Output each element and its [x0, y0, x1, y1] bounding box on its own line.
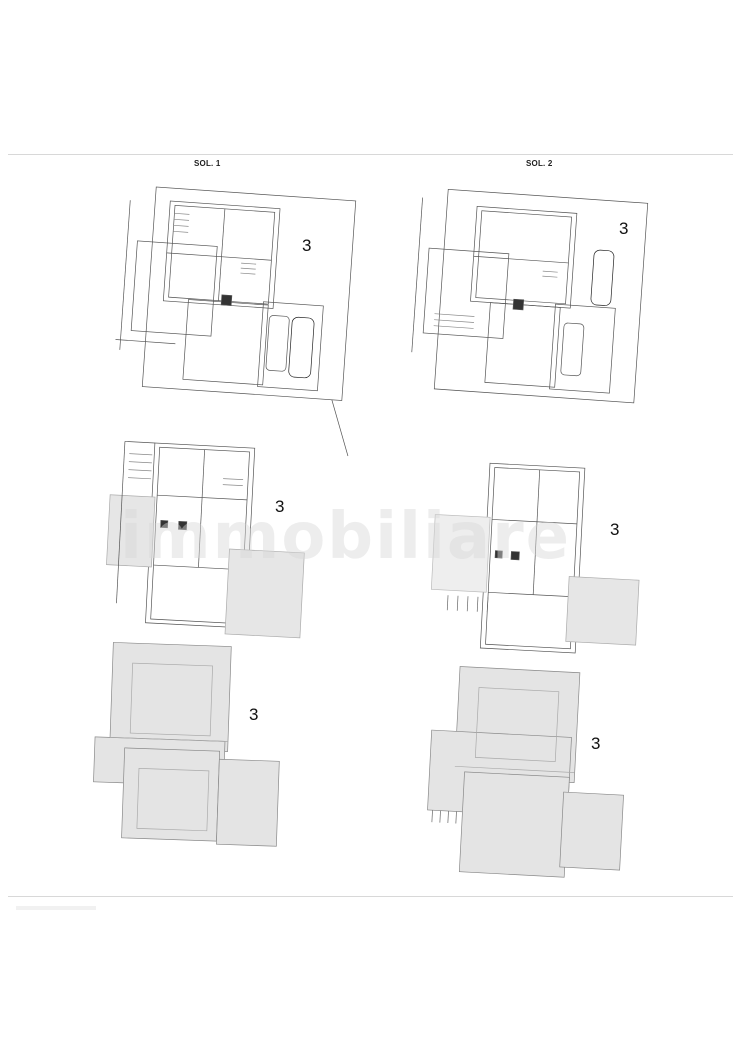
solution-1-title: SOL. 1 [194, 159, 221, 168]
sol2-first-floor-plan [425, 460, 655, 660]
sol1-roof-label: 3 [249, 705, 259, 724]
sol2-ground-floor-label: 3 [619, 219, 629, 238]
top-divider [8, 154, 733, 155]
sol1-ground-floor-plan [115, 186, 368, 458]
sol1-roof-plan [85, 640, 285, 850]
sol2-roof-plan [425, 665, 625, 885]
footer-faint-text [16, 906, 96, 910]
sol2-ground-floor-plan [405, 188, 655, 440]
solution-2-title: SOL. 2 [526, 159, 553, 168]
sol2-roof-label: 3 [591, 734, 601, 753]
sol1-first-floor-label: 3 [275, 497, 285, 516]
sol2-first-floor-label: 3 [610, 520, 620, 539]
sol1-ground-floor-label: 3 [302, 236, 312, 255]
sol1-first-floor-plan [100, 438, 320, 643]
bottom-divider [8, 896, 733, 897]
